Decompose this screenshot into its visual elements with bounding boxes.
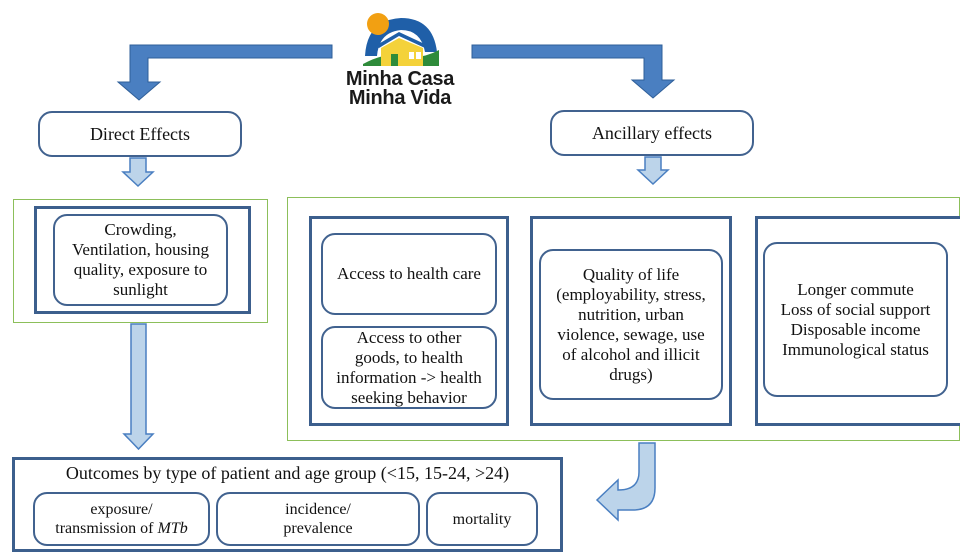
exposure-box: exposure/ transmission of MTb [33,492,210,546]
transmission-text: transmission of [55,520,158,537]
arrow-to-ancillary [471,44,676,99]
direct-factor-line: Crowding, [104,220,177,239]
quality-line: nutrition, urban [578,304,684,324]
quality-line: (employability, stress, [556,284,706,304]
socioeconomic-line: Loss of social support [780,299,931,319]
arrow-to-direct [116,44,333,101]
exposure-line: exposure/ [90,501,153,518]
socioeconomic-line: Longer commute [797,279,914,299]
arrow-ancillary-to-outcomes [595,442,656,522]
socioeconomic-box: Longer commute Loss of social support Di… [763,242,948,397]
incidence-box: incidence/ prevalence [216,492,420,546]
direct-factor-line: sunlight [113,280,168,299]
ancillary-effects-header: Ancillary effects [550,110,754,156]
other-goods-line: goods, to health [354,347,464,367]
incidence-line: prevalence [283,520,353,537]
socioeconomic-line: Disposable income [790,319,921,339]
arrow-ancillary-down [636,156,670,186]
socioeconomic-line: Immunological status [782,339,929,359]
direct-effects-header: Direct Effects [38,111,242,157]
incidence-line: incidence/ [285,501,351,518]
direct-factor-line: Ventilation, housing [72,240,209,259]
quality-line: violence, sewage, use [557,324,705,344]
quality-line: drugs) [609,364,653,384]
other-goods-box: Access to other goods, to health informa… [321,326,497,409]
health-care-label: Access to health care [337,264,481,283]
ancillary-effects-label: Ancillary effects [591,123,713,143]
arrow-to-outcomes [122,323,155,451]
arrow-direct-down [121,157,155,188]
quality-of-life-box: Quality of life (employability, stress, … [539,249,723,400]
minha-casa-logo: Minha Casa Minha Vida [325,6,475,109]
quality-line: Quality of life [582,264,680,284]
logo-line-1: Minha Casa [345,68,455,90]
direct-factors-box: Crowding, Ventilation, housing quality, … [53,214,228,306]
exposure-transmission-line: transmission of MTb [55,519,187,538]
health-care-box: Access to health care [321,233,497,315]
direct-effects-label: Direct Effects [89,124,191,144]
direct-factor-line: quality, exposure to [73,260,208,279]
house-logo-icon [363,13,439,66]
other-goods-line: seeking behavior [351,387,467,407]
logo-line-2: Minha Vida [348,87,452,109]
logo-title: Minha Casa Minha Vida [325,68,475,109]
mortality-box: mortality [426,492,538,546]
mortality-label: mortality [452,510,512,528]
other-goods-line: Access to other [356,327,462,347]
mtb-text: MTb [157,520,188,537]
other-goods-line: information -> health [336,367,482,387]
outcomes-title: Outcomes by type of patient and age grou… [65,463,510,483]
quality-line: of alcohol and illicit [562,344,700,364]
